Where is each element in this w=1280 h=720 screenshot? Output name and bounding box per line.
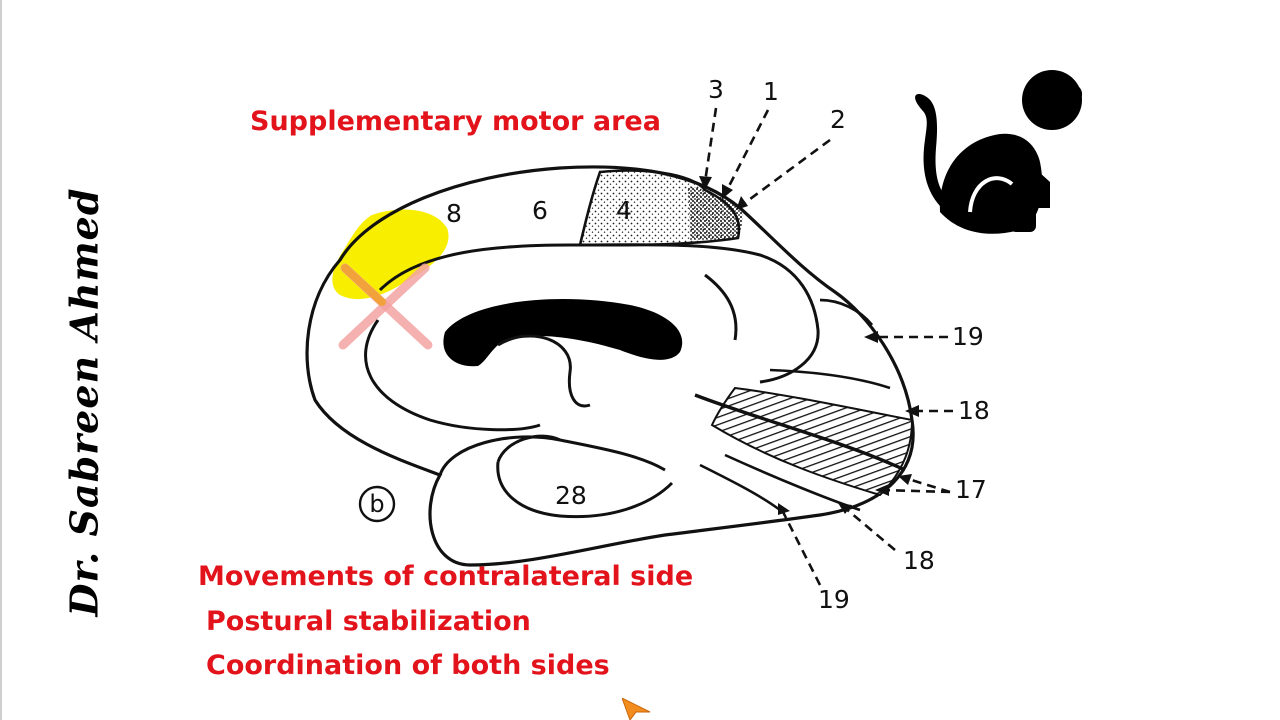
sma-highlight [332, 209, 449, 300]
arrow-area-2 [741, 138, 831, 207]
arrow-area-3 [703, 107, 718, 183]
label-area-4: 4 [616, 196, 632, 225]
label-area-8: 8 [446, 199, 462, 228]
cingulate-gyrus-line [378, 243, 820, 384]
arrow-heads [699, 176, 919, 515]
label-area-18-bottom: 18 [903, 546, 935, 575]
arrow-area-1 [724, 109, 770, 193]
label-area-1: 1 [763, 77, 779, 106]
label-area-19-bottom: 19 [818, 585, 850, 614]
diagram-title: Supplementary motor area [250, 106, 661, 137]
label-area-2: 2 [830, 105, 846, 134]
label-area-28: 28 [555, 481, 587, 510]
label-area-19-top: 19 [952, 322, 984, 351]
label-area-17: 17 [955, 475, 987, 504]
cross-mark-line-2 [338, 263, 430, 350]
label-area-3: 3 [708, 75, 724, 104]
hippocampal-gyrus [496, 461, 674, 519]
corpus-callosum [443, 299, 683, 367]
temporal-lobe-curve [438, 435, 666, 476]
arrow-area-17-b [881, 488, 951, 494]
arrow-area-17-a [904, 476, 951, 494]
arrow-area-18-bottom [844, 507, 896, 551]
parieto-occipital-line [819, 298, 874, 326]
label-area-18-right: 18 [958, 396, 990, 425]
panel-letter-circle [358, 485, 396, 523]
function-item-1: Movements of contralateral side [198, 561, 694, 592]
uncus-curve [496, 434, 561, 463]
occipital-upper-line [769, 368, 891, 390]
function-item-3: Coordination of both sides [206, 650, 610, 681]
cross-orange-overlap [341, 264, 386, 306]
label-area-6: 6 [532, 196, 548, 225]
arrow-area-19-bottom [780, 509, 822, 586]
medial-sulcus-left [364, 319, 541, 432]
calcarine-sulcus [694, 393, 906, 472]
fornix-curve [497, 334, 591, 408]
panel-letter: b [369, 490, 384, 518]
function-item-2: Postural stabilization [206, 606, 531, 637]
inferior-line-1 [699, 463, 781, 512]
monkey-icon [915, 70, 1083, 234]
area-312-region [688, 186, 743, 240]
pointer-arrows [703, 107, 953, 586]
calcarine-area-17 [710, 386, 914, 497]
cursor-arrow-icon [622, 698, 651, 720]
parietal-sulcus [704, 273, 738, 341]
